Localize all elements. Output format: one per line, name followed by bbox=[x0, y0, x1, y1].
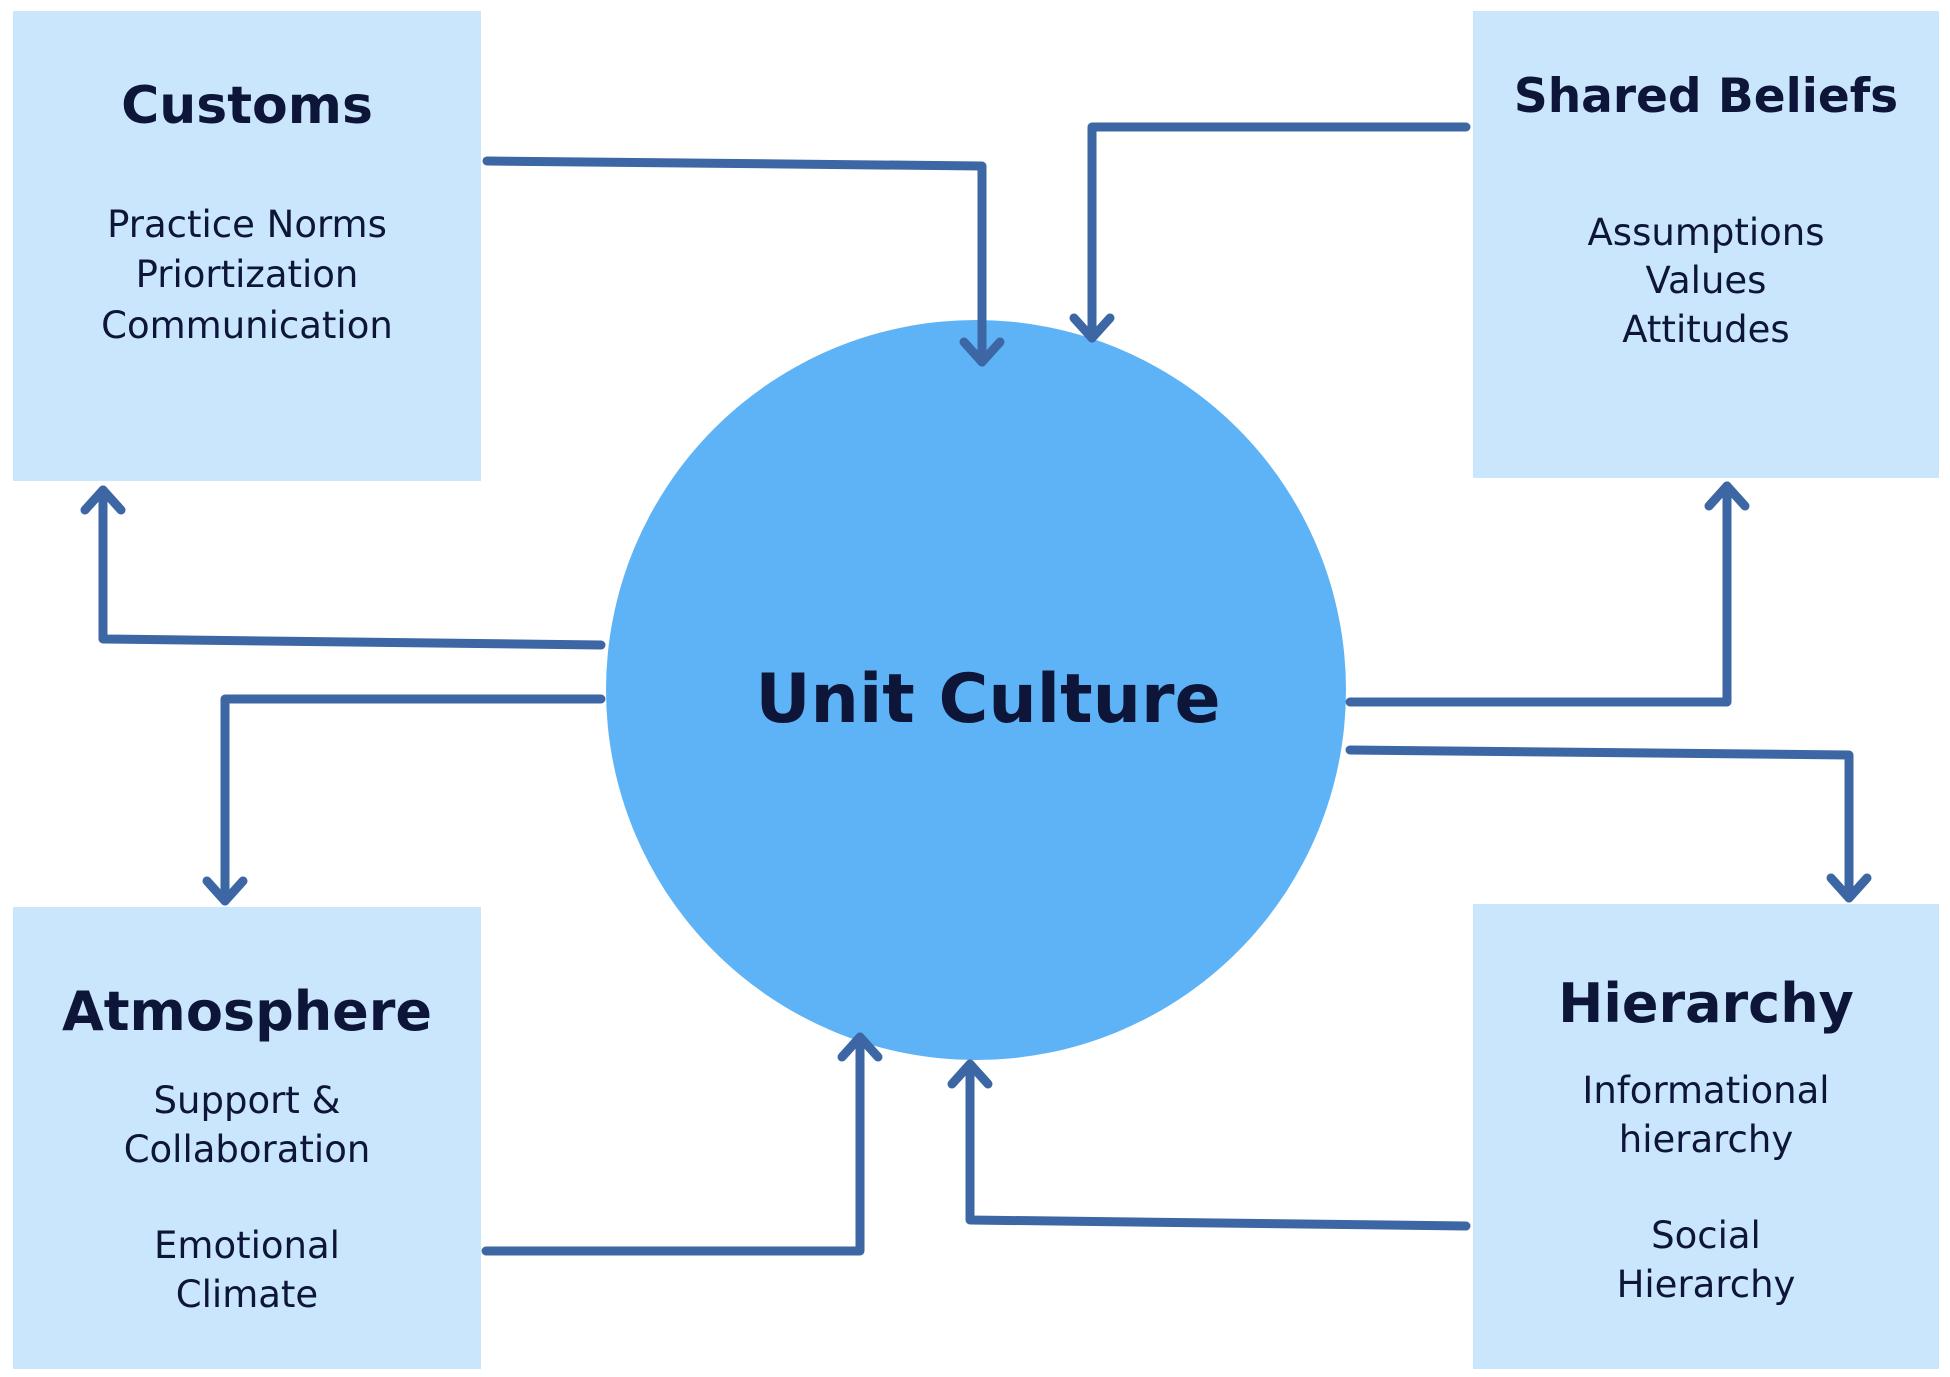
node-customs: Customs Practice Norms Priortization Com… bbox=[13, 11, 481, 481]
unit-culture-label: Unit Culture bbox=[755, 660, 1220, 739]
node-shared-beliefs: Shared Beliefs Assumptions Values Attitu… bbox=[1473, 11, 1939, 478]
arrowhead-down-icon bbox=[1826, 873, 1872, 903]
connector-line bbox=[220, 694, 606, 906]
customs-title: Customs bbox=[121, 76, 373, 136]
customs-item: Practice Norms bbox=[107, 203, 387, 246]
customs-box bbox=[13, 11, 481, 481]
arrowhead-down-icon bbox=[1069, 313, 1115, 343]
connector-shared-beliefs-to-center bbox=[1069, 122, 1471, 343]
shared-beliefs-item: Assumptions bbox=[1588, 211, 1825, 254]
shared-beliefs-title: Shared Beliefs bbox=[1514, 69, 1898, 124]
atmosphere-title: Atmosphere bbox=[62, 980, 432, 1043]
hierarchy-box bbox=[1473, 904, 1939, 1369]
atmosphere-box bbox=[13, 907, 481, 1369]
arrowhead-up-icon bbox=[837, 1032, 883, 1062]
unit-culture-circle bbox=[606, 320, 1346, 1060]
hierarchy-item: Social bbox=[1651, 1214, 1761, 1257]
atmosphere-item: Climate bbox=[176, 1273, 318, 1316]
connector-line bbox=[1087, 122, 1471, 343]
node-unit-culture: Unit Culture bbox=[606, 320, 1346, 1060]
node-atmosphere: Atmosphere Support & Collaboration Emoti… bbox=[13, 907, 481, 1369]
hierarchy-item: hierarchy bbox=[1619, 1118, 1793, 1161]
connector-center-to-customs bbox=[80, 485, 606, 650]
arrowhead-up-icon bbox=[947, 1059, 993, 1089]
shared-beliefs-item: Values bbox=[1646, 259, 1767, 302]
connector-center-to-hierarchy bbox=[1345, 745, 1872, 903]
arrowhead-down-icon bbox=[959, 337, 1005, 367]
shared-beliefs-item: Attitudes bbox=[1622, 308, 1789, 351]
connector-line bbox=[481, 1032, 865, 1256]
atmosphere-item: Collaboration bbox=[124, 1128, 371, 1171]
shared-beliefs-box bbox=[1473, 11, 1939, 478]
customs-item: Communication bbox=[101, 304, 393, 347]
connector-line bbox=[965, 1059, 1471, 1231]
hierarchy-item: Informational bbox=[1582, 1069, 1829, 1112]
arrowhead-up-icon bbox=[80, 485, 126, 515]
arrowhead-up-icon bbox=[1704, 481, 1750, 511]
connector-hierarchy-to-center bbox=[947, 1059, 1471, 1231]
atmosphere-item: Emotional bbox=[154, 1224, 340, 1267]
connector-center-to-shared-beliefs bbox=[1345, 481, 1750, 707]
connector-line bbox=[482, 156, 987, 367]
node-hierarchy: Hierarchy Informational hierarchy Social… bbox=[1473, 904, 1939, 1369]
connector-customs-to-center bbox=[482, 156, 1005, 367]
connector-line bbox=[1345, 481, 1732, 707]
customs-item: Priortization bbox=[136, 253, 359, 296]
hierarchy-title: Hierarchy bbox=[1558, 972, 1854, 1035]
arrowhead-down-icon bbox=[202, 876, 248, 906]
connector-line bbox=[1345, 745, 1854, 903]
hierarchy-item: Hierarchy bbox=[1617, 1263, 1796, 1306]
connector-atmosphere-to-center bbox=[481, 1032, 883, 1256]
connector-line bbox=[98, 485, 606, 650]
connector-center-to-atmosphere bbox=[202, 694, 606, 906]
atmosphere-item: Support & bbox=[154, 1079, 341, 1122]
